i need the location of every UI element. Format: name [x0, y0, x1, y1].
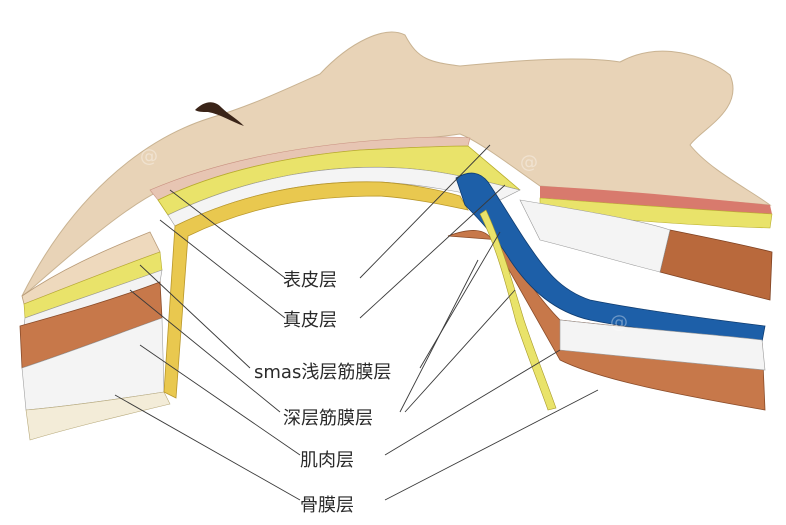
right-deep-fascia: [559, 319, 766, 371]
watermark-text: @: [520, 152, 538, 173]
right-muscle-upper: [659, 229, 773, 301]
dermis-band-right: [540, 186, 772, 214]
nerve-strand: [479, 209, 557, 411]
label-smas: smas浅层筋膜层: [254, 362, 391, 383]
label-deep-fascia: 深层筋膜层: [283, 408, 373, 429]
label-periosteum: 骨膜层: [300, 495, 354, 516]
label-epidermis: 表皮层: [283, 270, 337, 291]
right-deep-blue-layer: [455, 172, 766, 343]
eyebrow-hair: [195, 102, 244, 126]
orbital-rim: [163, 181, 469, 399]
watermark-text: @: [610, 312, 628, 333]
label-dermis: 真皮层: [283, 310, 337, 331]
right-fascia-white: [519, 199, 671, 273]
leader-lines: [114, 144, 599, 501]
watermark-text: @: [140, 146, 158, 167]
label-muscle: 肌肉层: [300, 450, 354, 471]
left-bone: [25, 391, 171, 441]
